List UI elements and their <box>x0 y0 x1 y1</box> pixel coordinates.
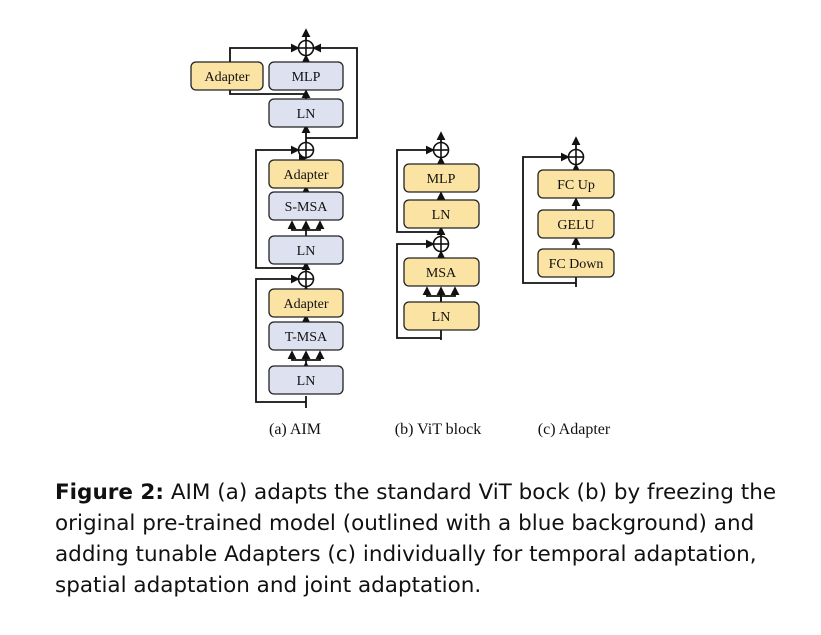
adapter-fc-down: FC Down <box>549 257 604 272</box>
vit-mlp: MLP <box>427 172 456 187</box>
vit-caption: (b) ViT block <box>395 421 481 438</box>
vit-ln-top: LN <box>432 208 451 223</box>
vit-plus-mlp <box>432 141 450 159</box>
aim-adapter-spatial: Adapter <box>283 168 328 183</box>
aim-adapter-joint: Adapter <box>204 70 249 85</box>
aim-t-msa: T-MSA <box>285 330 328 345</box>
figure-label: Figure 2: <box>55 480 164 505</box>
adapter-plus <box>567 148 585 166</box>
adapter-diagram: FC Down GELU FC Up (c) Adapter <box>522 136 615 438</box>
figure-caption: Figure 2: AIM (a) adapts the standard Vi… <box>55 477 785 601</box>
aim-adapter-temporal: Adapter <box>283 297 328 312</box>
figure-caption-text: AIM (a) adapts the standard ViT bock (b)… <box>55 480 777 598</box>
aim-caption: (a) AIM <box>269 421 321 438</box>
aim-ln-top: LN <box>297 107 316 122</box>
vit-msa: MSA <box>426 266 457 281</box>
aim-diagram: LN T-MSA Adapter LN S-MSA Adapter LN MLP… <box>190 28 358 438</box>
aim-ln-temporal: LN <box>297 374 316 389</box>
aim-plus-temporal <box>297 270 315 288</box>
vit-diagram: LN MSA LN MLP (b) ViT block <box>395 131 481 438</box>
aim-plus-mlp <box>297 39 315 57</box>
architecture-diagram: LN T-MSA Adapter LN S-MSA Adapter LN MLP… <box>190 28 615 438</box>
adapter-caption: (c) Adapter <box>538 421 611 438</box>
aim-ln-spatial: LN <box>297 244 316 259</box>
aim-plus-spatial <box>297 141 315 159</box>
aim-mlp: MLP <box>292 70 321 85</box>
adapter-gelu: GELU <box>557 218 594 233</box>
aim-s-msa: S-MSA <box>285 200 329 215</box>
vit-ln-bottom: LN <box>432 310 451 325</box>
vit-plus-attention <box>432 235 450 253</box>
adapter-fc-up: FC Up <box>557 178 595 193</box>
